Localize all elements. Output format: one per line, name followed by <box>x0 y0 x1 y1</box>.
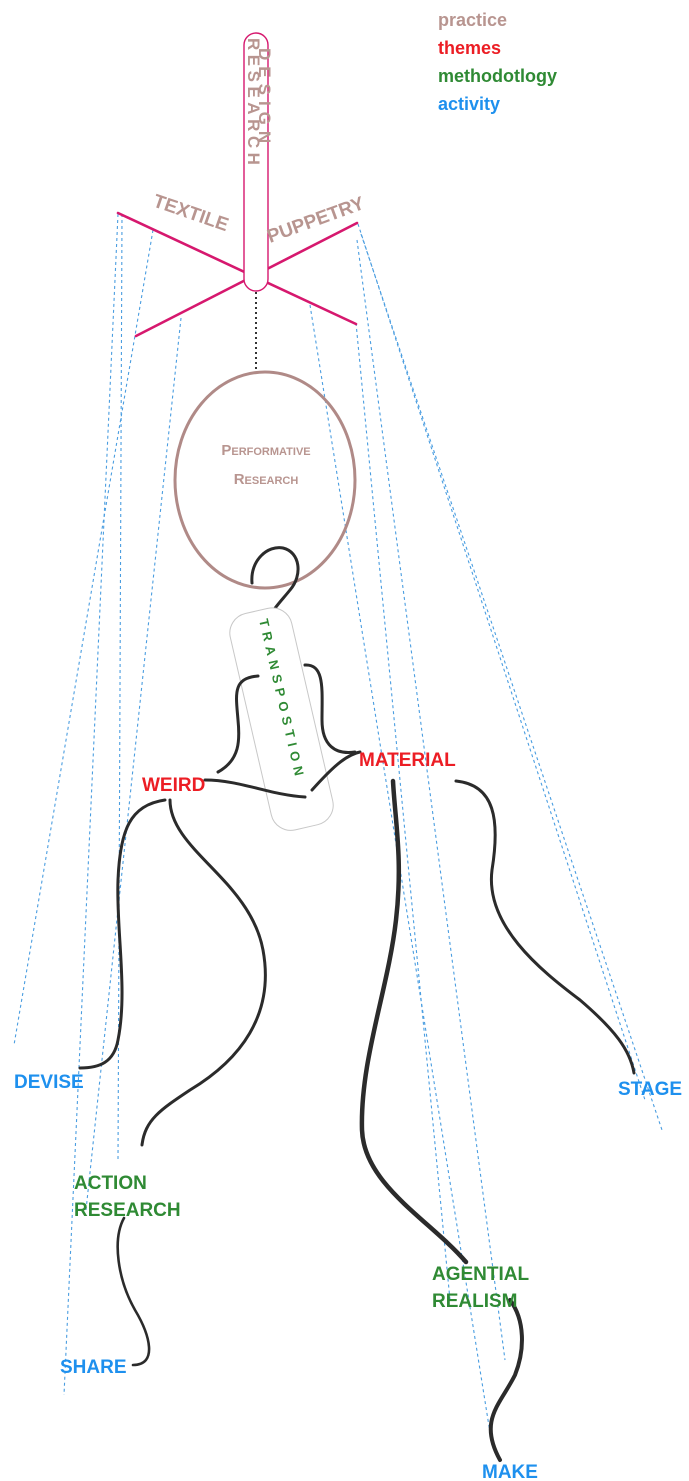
performative-label: Performative <box>221 442 310 459</box>
agential-realism-label: REALISM <box>432 1291 518 1312</box>
wire-agential-make <box>491 1300 522 1460</box>
string-line <box>86 318 181 1210</box>
string-line <box>356 323 450 1300</box>
wire-material-agential <box>362 781 466 1262</box>
performative-research-label: Research <box>234 471 299 488</box>
legend: practice themes methodotlogy activity <box>438 10 557 114</box>
string-line <box>361 234 662 1130</box>
action-research-label: RESEARCH <box>74 1200 181 1221</box>
action-label: ACTION <box>74 1173 147 1194</box>
string-line <box>358 224 645 1100</box>
puppet-strings <box>14 214 662 1445</box>
legend-practice: practice <box>438 10 507 30</box>
stage-label: STAGE <box>618 1079 682 1100</box>
share-label: SHARE <box>60 1357 127 1378</box>
material-label: MATERIAL <box>359 750 456 771</box>
legend-themes: themes <box>438 38 501 58</box>
agential-label: AGENTIAL <box>432 1264 530 1285</box>
legend-methodology: methodotlogy <box>438 66 557 86</box>
wire-weird-action <box>142 800 265 1145</box>
wire-weird-devise <box>80 800 165 1068</box>
weird-label: WEIRD <box>142 775 205 796</box>
string-line <box>14 230 153 1045</box>
puppetry-label: PUPPETRY <box>265 193 368 248</box>
puppet-cross <box>118 213 357 336</box>
design-label: DESIGN <box>255 48 274 149</box>
activity-labels: DEVISE SHARE STAGE MAKE <box>14 1072 682 1481</box>
devise-label: DEVISE <box>14 1072 84 1093</box>
wire-material-stage <box>456 781 634 1073</box>
make-label: MAKE <box>482 1462 538 1481</box>
wire-action-share <box>118 1218 149 1365</box>
string-line <box>357 240 505 1360</box>
legend-activity: activity <box>438 94 500 114</box>
textile-label: TEXTILE <box>150 191 231 236</box>
